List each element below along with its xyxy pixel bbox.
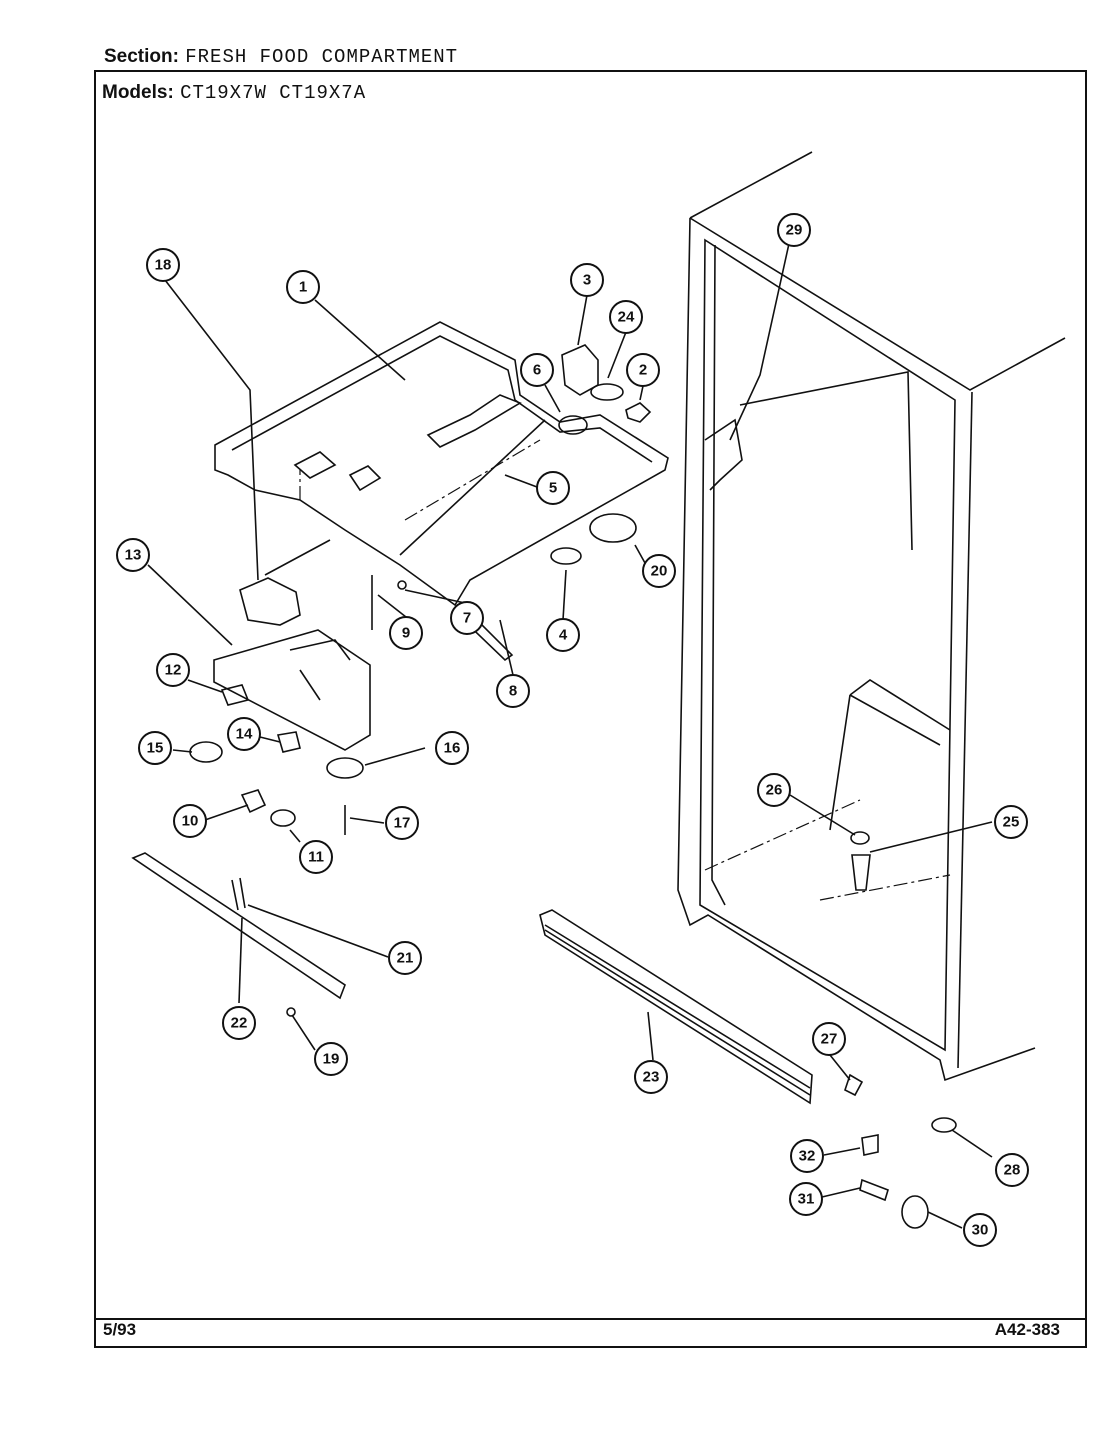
callout-13: 13 bbox=[116, 538, 150, 572]
svg-text:1: 1 bbox=[299, 279, 307, 296]
cabinet-liner bbox=[677, 151, 1066, 1082]
svg-text:18: 18 bbox=[155, 257, 172, 274]
callout-6: 6 bbox=[520, 353, 554, 387]
callout-12: 12 bbox=[156, 653, 190, 687]
callout-18: 18 bbox=[146, 248, 180, 282]
callout-30: 30 bbox=[963, 1213, 997, 1247]
svg-text:2: 2 bbox=[639, 362, 647, 379]
svg-text:20: 20 bbox=[651, 563, 668, 580]
svg-text:9: 9 bbox=[402, 625, 410, 642]
callouts: 1 2 3 4 5 6 7 8 9 10 11 12 13 14 15 16 1… bbox=[116, 213, 1029, 1247]
svg-text:10: 10 bbox=[182, 813, 199, 830]
footer-code: A42-383 bbox=[994, 1320, 1060, 1339]
svg-text:16: 16 bbox=[444, 740, 461, 757]
svg-text:28: 28 bbox=[1004, 1162, 1021, 1179]
callout-19: 19 bbox=[314, 1042, 348, 1076]
svg-text:32: 32 bbox=[799, 1148, 816, 1165]
callout-32: 32 bbox=[790, 1139, 824, 1173]
svg-text:21: 21 bbox=[397, 950, 414, 967]
callout-24: 24 bbox=[609, 300, 643, 334]
footer-rule bbox=[94, 1318, 1087, 1320]
callout-2: 2 bbox=[626, 353, 660, 387]
svg-text:23: 23 bbox=[643, 1069, 660, 1086]
svg-text:26: 26 bbox=[766, 782, 783, 799]
models-value: CT19X7W CT19X7A bbox=[180, 82, 367, 104]
callout-26: 26 bbox=[757, 773, 791, 807]
svg-text:12: 12 bbox=[165, 662, 182, 679]
callout-22: 22 bbox=[222, 1006, 256, 1040]
callout-16: 16 bbox=[435, 731, 469, 765]
callout-11: 11 bbox=[299, 840, 333, 874]
callout-21: 21 bbox=[388, 941, 422, 975]
callout-14: 14 bbox=[227, 717, 261, 751]
callout-5: 5 bbox=[536, 471, 570, 505]
svg-text:30: 30 bbox=[972, 1222, 989, 1239]
callout-8: 8 bbox=[496, 674, 530, 708]
svg-text:31: 31 bbox=[798, 1191, 815, 1208]
svg-text:7: 7 bbox=[463, 610, 471, 627]
callout-20: 20 bbox=[642, 554, 676, 588]
svg-text:24: 24 bbox=[618, 309, 635, 326]
section-value: FRESH FOOD COMPARTMENT bbox=[185, 46, 459, 68]
svg-text:4: 4 bbox=[559, 627, 568, 644]
svg-text:17: 17 bbox=[394, 815, 411, 832]
svg-text:11: 11 bbox=[308, 849, 324, 866]
svg-text:29: 29 bbox=[786, 222, 803, 239]
diagram-frame bbox=[94, 70, 1087, 1348]
svg-text:13: 13 bbox=[125, 547, 142, 564]
svg-text:3: 3 bbox=[583, 272, 591, 289]
svg-text:6: 6 bbox=[533, 362, 541, 379]
footer-date: 5/93 bbox=[103, 1320, 137, 1339]
svg-text:25: 25 bbox=[1003, 814, 1020, 831]
models-line: Models: CT19X7W CT19X7A bbox=[102, 82, 366, 104]
leader-lines bbox=[147, 229, 993, 1229]
callout-15: 15 bbox=[138, 731, 172, 765]
callout-17: 17 bbox=[385, 806, 419, 840]
callout-7: 7 bbox=[450, 601, 484, 635]
control-panel bbox=[214, 321, 669, 607]
svg-text:22: 22 bbox=[231, 1015, 248, 1032]
svg-text:15: 15 bbox=[147, 740, 164, 757]
callout-3: 3 bbox=[570, 263, 604, 297]
models-label: Models: bbox=[102, 82, 174, 103]
svg-text:19: 19 bbox=[323, 1051, 340, 1068]
section-line: Section: FRESH FOOD COMPARTMENT bbox=[104, 46, 458, 68]
callout-29: 29 bbox=[777, 213, 811, 247]
callout-23: 23 bbox=[634, 1060, 668, 1094]
callout-31: 31 bbox=[789, 1182, 823, 1216]
svg-text:5: 5 bbox=[549, 480, 557, 497]
svg-text:27: 27 bbox=[821, 1031, 838, 1048]
callout-28: 28 bbox=[995, 1153, 1029, 1187]
section-label: Section: bbox=[104, 46, 179, 67]
callout-25: 25 bbox=[994, 805, 1028, 839]
svg-text:8: 8 bbox=[509, 683, 517, 700]
callout-4: 4 bbox=[546, 618, 580, 652]
svg-text:14: 14 bbox=[236, 726, 253, 743]
callout-1: 1 bbox=[286, 270, 320, 304]
callout-9: 9 bbox=[389, 616, 423, 650]
callout-10: 10 bbox=[173, 804, 207, 838]
callout-27: 27 bbox=[812, 1022, 846, 1056]
